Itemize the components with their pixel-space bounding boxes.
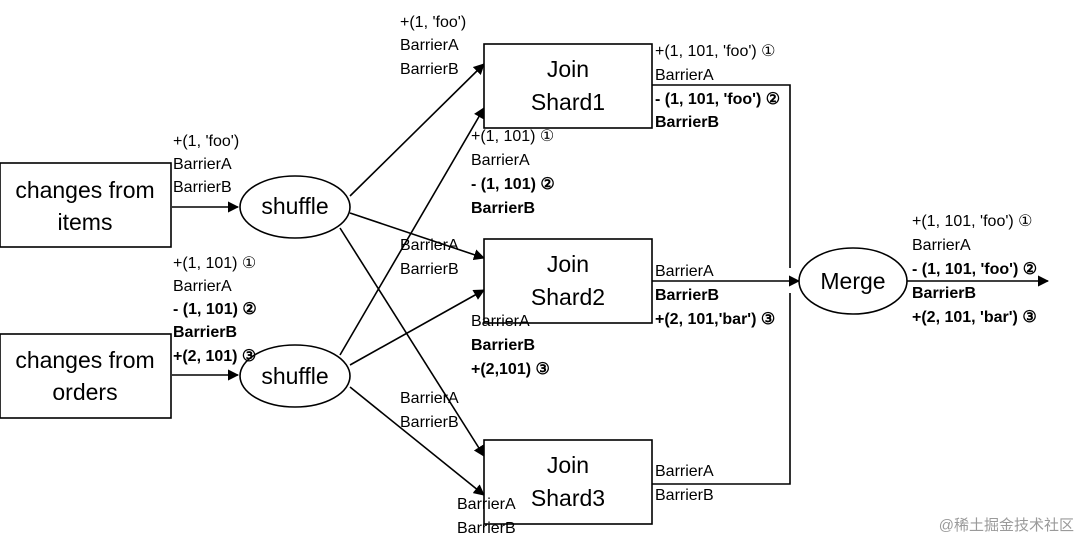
join-shard1-line1: Join [547, 56, 589, 82]
orders-out-label: +(1, 101) ① BarrierA - (1, 101) ② Barrie… [173, 255, 257, 365]
shard3-in-bottom-label: BarrierA BarrierB [457, 496, 516, 537]
join-shard2-line2: Shard2 [531, 284, 605, 310]
shard3-in-top-label: BarrierA BarrierB [400, 390, 459, 431]
shard2-in-bottom-line: BarrierA [471, 313, 530, 330]
shard2-out-label: BarrierA BarrierB +(2, 101,'bar') ③ [655, 263, 775, 328]
edge-shuffle-top-to-shard1 [349, 63, 485, 197]
merge-out-line: BarrierA [912, 237, 971, 254]
shard3-in-top-line: BarrierB [400, 414, 459, 431]
shard3-out-label: BarrierA BarrierB [655, 463, 714, 504]
merge-out-line: +(1, 101, 'foo') ① [912, 213, 1033, 230]
edge-shard1-to-merge [652, 84, 791, 268]
shard1-in-top-label: +(1, 'foo') BarrierA BarrierB [400, 14, 466, 78]
shard3-in-top-line: BarrierA [400, 390, 459, 407]
node-merge: Merge [798, 247, 908, 315]
shard3-in-bottom-line: BarrierB [457, 520, 516, 537]
shard1-in-bottom-label: +(1, 101) ① BarrierA - (1, 101) ② Barrie… [471, 128, 555, 217]
shard1-out-line: BarrierB [655, 114, 719, 131]
shard1-in-top-line: BarrierA [400, 37, 459, 54]
edge-shuffle-bottom-to-shard1 [339, 107, 485, 356]
shard2-out-line: BarrierB [655, 287, 719, 304]
join-shard2-line1: Join [547, 251, 589, 277]
shard1-out-line: +(1, 101, 'foo') ① [655, 43, 776, 60]
shard1-in-bottom-line: +(1, 101) ① [471, 128, 554, 145]
edges [172, 63, 1050, 496]
shard1-in-top-line: +(1, 'foo') [400, 14, 466, 31]
edge-shuffle-bottom-to-shard2 [349, 289, 485, 366]
orders-out-line: +(2, 101) ③ [173, 348, 256, 365]
shard3-out-line: BarrierB [655, 487, 714, 504]
items-source-line1: changes from [15, 177, 154, 203]
merge-out-line: - (1, 101, 'foo') ② [912, 261, 1037, 278]
orders-out-line: - (1, 101) ② [173, 301, 257, 318]
node-join-shard1: Join Shard1 [483, 43, 653, 129]
shard1-in-bottom-line: BarrierA [471, 152, 530, 169]
shard2-in-bottom-label: BarrierA BarrierB +(2,101) ③ [471, 313, 550, 378]
node-shuffle-top: shuffle [239, 175, 351, 239]
orders-out-line: BarrierB [173, 324, 237, 341]
shard2-in-bottom-line: BarrierB [471, 337, 535, 354]
shard1-out-line: BarrierA [655, 67, 714, 84]
merge-out-label: +(1, 101, 'foo') ① BarrierA - (1, 101, '… [912, 213, 1037, 326]
items-out-line: +(1, 'foo') [173, 133, 239, 150]
shard2-in-top-line: BarrierA [400, 237, 459, 254]
merge-label: Merge [820, 268, 885, 294]
orders-source-line2: orders [52, 379, 117, 405]
edge-shuffle-top-to-shard3 [339, 227, 485, 457]
shuffle-top-label: shuffle [261, 193, 328, 219]
orders-out-line: BarrierA [173, 278, 232, 295]
shard1-in-bottom-line: - (1, 101) ② [471, 176, 555, 193]
node-join-shard2: Join Shard2 [483, 238, 653, 324]
node-join-shard3: Join Shard3 [483, 439, 653, 525]
items-source-line2: items [58, 209, 113, 235]
shard1-out-label: +(1, 101, 'foo') ① BarrierA - (1, 101, '… [655, 43, 780, 131]
edge-shuffle-top-to-shard2 [349, 212, 486, 261]
shard2-in-top-line: BarrierB [400, 261, 459, 278]
node-orders-source: changes from orders [0, 333, 172, 419]
shard1-out-line: - (1, 101, 'foo') ② [655, 91, 780, 108]
merge-out-line: +(2, 101, 'bar') ③ [912, 309, 1037, 326]
items-out-label: +(1, 'foo') BarrierA BarrierB [173, 133, 239, 196]
edge-shard3-to-merge [652, 293, 791, 485]
shard2-in-top-label: BarrierA BarrierB [400, 237, 459, 278]
items-out-line: BarrierA [173, 156, 232, 173]
join-shard1-line2: Shard1 [531, 89, 605, 115]
watermark: @稀土掘金技术社区 [939, 517, 1074, 534]
node-items-source: changes from items [0, 162, 172, 248]
orders-out-line: +(1, 101) ① [173, 255, 256, 272]
shard2-in-bottom-line: +(2,101) ③ [471, 361, 550, 378]
merge-out-line: BarrierB [912, 285, 976, 302]
shard1-in-top-line: BarrierB [400, 61, 459, 78]
join-shard3-line2: Shard3 [531, 485, 605, 511]
shard3-in-bottom-line: BarrierA [457, 496, 516, 513]
shard1-in-bottom-line: BarrierB [471, 200, 535, 217]
edge-shuffle-bottom-to-shard3 [349, 386, 485, 496]
shard2-out-line: BarrierA [655, 263, 714, 280]
items-out-line: BarrierB [173, 179, 232, 196]
node-shuffle-bottom: shuffle [239, 344, 351, 408]
shard2-out-line: +(2, 101,'bar') ③ [655, 311, 775, 328]
shard3-out-line: BarrierA [655, 463, 714, 480]
orders-source-line1: changes from [15, 347, 154, 373]
shuffle-bottom-label: shuffle [261, 363, 328, 389]
join-shard3-line1: Join [547, 452, 589, 478]
